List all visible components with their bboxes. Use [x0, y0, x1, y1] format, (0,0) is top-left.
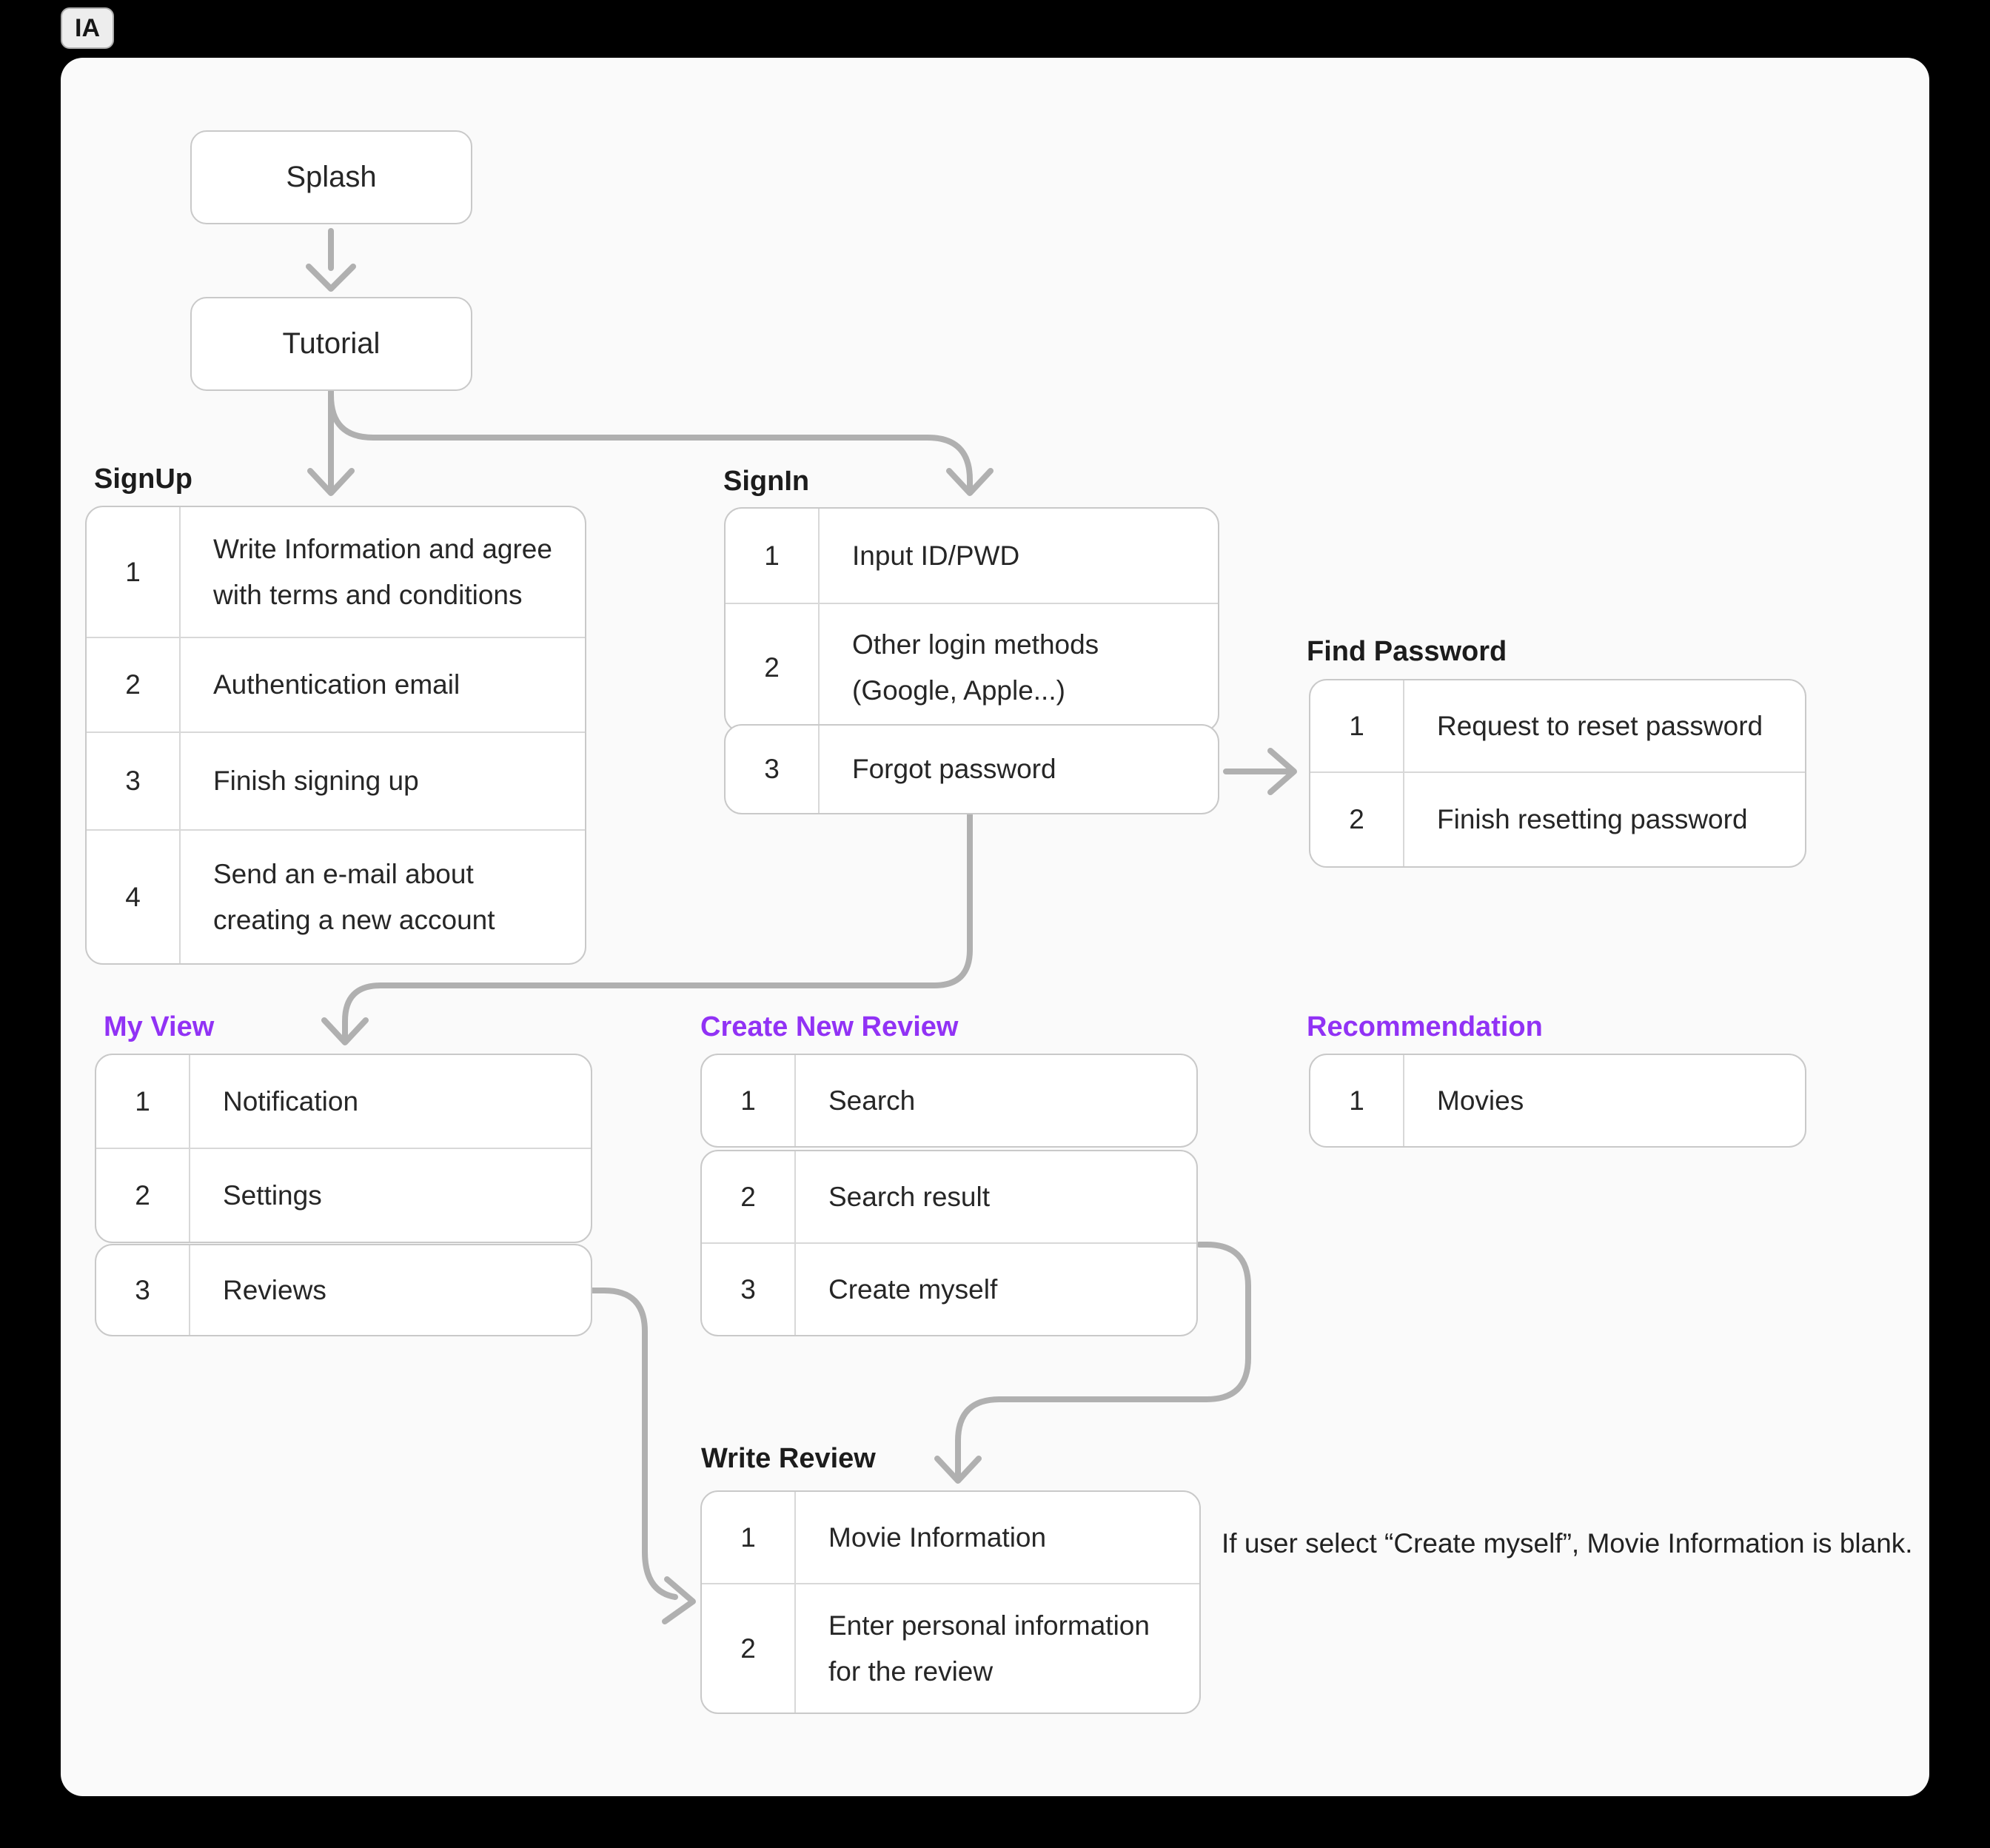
find-password-table: 1 Request to reset password 2 Finish res…	[1309, 679, 1806, 868]
table-row: 1 Request to reset password	[1310, 680, 1805, 771]
signup-table: 1 Write Information and agree with terms…	[85, 506, 586, 965]
row-text: Create myself	[828, 1273, 998, 1305]
section-title-recommendation: Recommendation	[1307, 1011, 1543, 1042]
node-tutorial: Tutorial	[190, 297, 472, 391]
section-title-find-password: Find Password	[1307, 636, 1507, 667]
table-row: 3 Forgot password	[726, 726, 1218, 813]
row-number: 2	[87, 638, 181, 732]
table-row: 1 Search	[702, 1055, 1196, 1146]
table-row: 2 Enter personal information for the rev…	[702, 1583, 1199, 1713]
table-row: 3 Finish signing up	[87, 732, 585, 829]
row-text: Movies	[1437, 1085, 1524, 1116]
row-number: 1	[1310, 680, 1404, 771]
row-text: Forgot password	[852, 754, 1056, 784]
row-text: Search	[828, 1085, 916, 1116]
node-splash: Splash	[190, 130, 472, 224]
row-number: 2	[702, 1584, 796, 1713]
row-number: 1	[1310, 1055, 1404, 1146]
row-text: Authentication email	[213, 669, 460, 700]
row-number: 3	[702, 1244, 796, 1335]
row-text: Finish signing up	[213, 766, 419, 796]
signin-table-main: 1 Input ID/PWD 2 Other login methods (Go…	[724, 507, 1219, 732]
create-review-table-search: 1 Search	[700, 1054, 1198, 1148]
row-text: Write Information and agree with terms a…	[213, 533, 552, 610]
recommendation-table: 1 Movies	[1309, 1054, 1806, 1148]
table-row: 1 Movies	[1310, 1055, 1805, 1146]
row-number: 3	[726, 726, 820, 813]
row-text: Search result	[828, 1181, 990, 1212]
table-row: 4 Send an e-mail about creating a new ac…	[87, 829, 585, 963]
ia-tab[interactable]: IA	[61, 7, 114, 49]
row-number: 3	[87, 733, 181, 829]
table-row: 2 Settings	[96, 1148, 591, 1242]
create-review-table-rest: 2 Search result 3 Create myself	[700, 1150, 1198, 1336]
row-text: Request to reset password	[1437, 710, 1763, 741]
row-number: 1	[96, 1055, 190, 1148]
signin-table-forgot: 3 Forgot password	[724, 724, 1219, 814]
row-text: Finish resetting password	[1437, 804, 1748, 834]
section-title-signup: SignUp	[94, 463, 192, 495]
section-title-create-new-review: Create New Review	[700, 1011, 959, 1042]
section-title-write-review: Write Review	[701, 1443, 876, 1474]
row-number: 1	[702, 1492, 796, 1583]
row-number: 2	[96, 1149, 190, 1242]
row-number: 2	[726, 604, 820, 731]
row-text: Enter personal information for the revie…	[828, 1610, 1150, 1687]
row-number: 1	[702, 1055, 796, 1146]
section-title-my-view: My View	[104, 1011, 215, 1042]
ia-tab-label: IA	[75, 13, 100, 42]
row-text: Send an e-mail about creating a new acco…	[213, 858, 495, 935]
row-text: Reviews	[223, 1274, 326, 1305]
table-row: 1 Notification	[96, 1055, 591, 1148]
table-row: 2 Authentication email	[87, 637, 585, 732]
row-number: 4	[87, 831, 181, 963]
table-row: 3 Create myself	[702, 1242, 1196, 1335]
row-text: Notification	[223, 1085, 359, 1116]
row-number: 2	[1310, 773, 1404, 866]
node-tutorial-label: Tutorial	[282, 327, 381, 360]
create-myself-note: If user select “Create myself”, Movie In…	[1222, 1528, 1913, 1559]
table-row: 2 Finish resetting password	[1310, 771, 1805, 866]
my-view-table-main: 1 Notification 2 Settings	[95, 1054, 592, 1243]
table-row: 1 Movie Information	[702, 1492, 1199, 1583]
table-row: 2 Other login methods (Google, Apple...)	[726, 603, 1218, 731]
section-title-signin: SignIn	[723, 466, 810, 497]
row-number: 2	[702, 1151, 796, 1242]
table-row: 2 Search result	[702, 1151, 1196, 1242]
table-row: 3 Reviews	[96, 1245, 591, 1335]
row-number: 3	[96, 1245, 190, 1335]
row-number: 1	[726, 509, 820, 603]
node-splash-label: Splash	[286, 161, 377, 193]
row-number: 1	[87, 507, 181, 637]
row-text: Input ID/PWD	[852, 540, 1020, 571]
row-text: Movie Information	[828, 1521, 1047, 1553]
table-row: 1 Input ID/PWD	[726, 509, 1218, 603]
my-view-table-reviews: 3 Reviews	[95, 1244, 592, 1336]
row-text: Other login methods (Google, Apple...)	[852, 629, 1099, 706]
table-row: 1 Write Information and agree with terms…	[87, 507, 585, 637]
row-text: Settings	[223, 1179, 322, 1211]
write-review-table: 1 Movie Information 2 Enter personal inf…	[700, 1490, 1201, 1714]
